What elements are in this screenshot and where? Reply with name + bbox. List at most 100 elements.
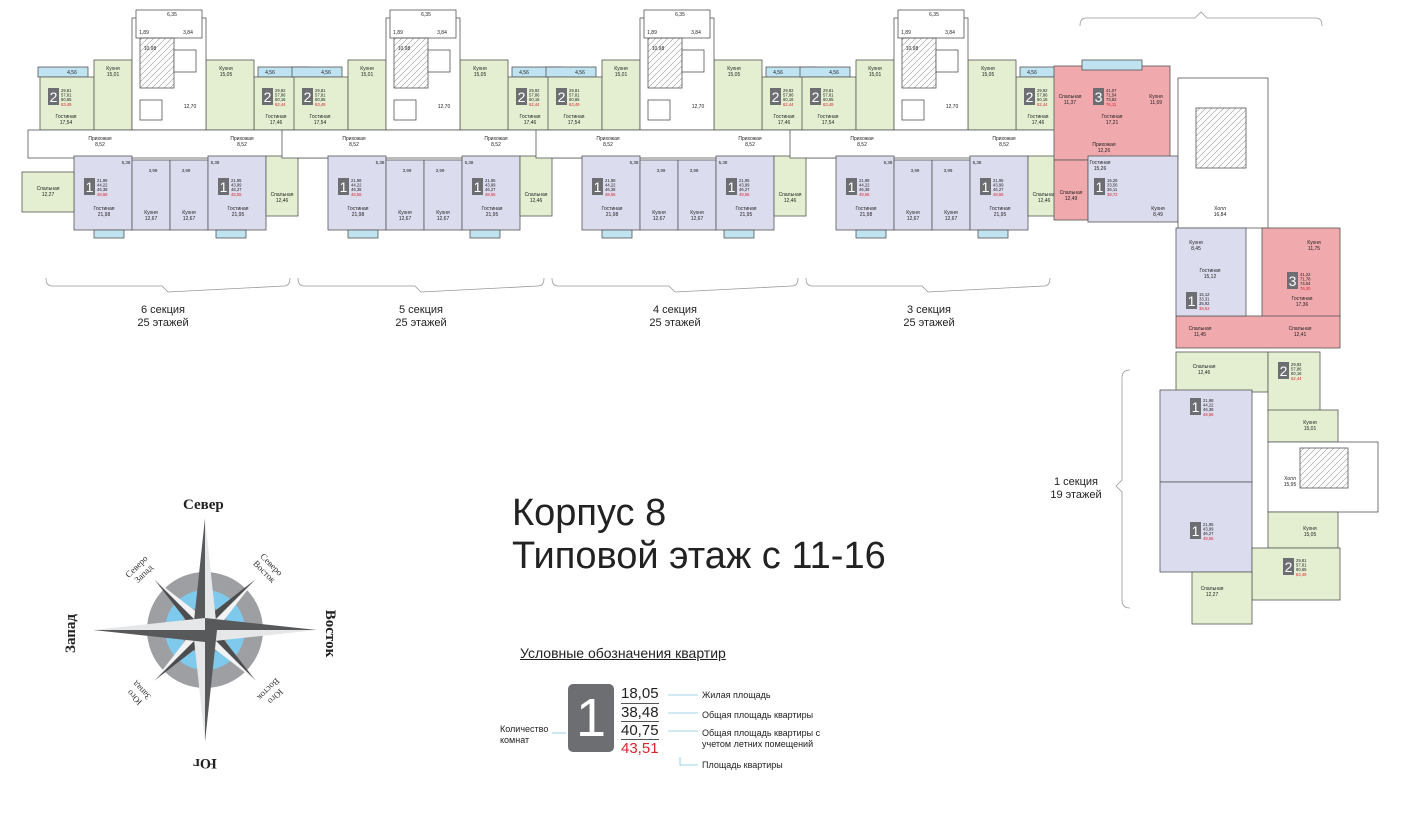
apt-2-right-value: 57,86 xyxy=(275,93,286,98)
lift xyxy=(427,49,451,73)
bed-label: Спальная xyxy=(1060,190,1083,196)
kitchen xyxy=(967,59,1017,131)
dim: 5,38 xyxy=(884,160,893,165)
bed-area: 12,46 xyxy=(1038,198,1051,204)
kitchen xyxy=(713,59,763,131)
kitchen-label: Кухня xyxy=(944,210,958,216)
apartment-1-left xyxy=(73,155,133,231)
balcony-area: 4,56 xyxy=(519,70,529,76)
apt-2-left-value: 63,49 xyxy=(823,102,834,107)
balcony xyxy=(723,229,755,239)
living-label: Гостиная xyxy=(774,114,795,120)
kitchen xyxy=(169,159,209,231)
apt-2-left-value: 57,81 xyxy=(315,93,326,98)
core-dim: 6,35 xyxy=(675,12,685,18)
foyer-area: 8,52 xyxy=(491,142,501,148)
living-label: Гостиная xyxy=(94,206,115,212)
kitchen-label: Кухня xyxy=(398,210,412,216)
apt-2-sec1-bottom-value: 60,65 xyxy=(1296,567,1307,572)
apt-2-sec1-bottom-rooms: 2 xyxy=(1285,559,1293,575)
lift xyxy=(935,49,959,73)
core-dim: 10,98 xyxy=(652,46,665,52)
apt-2-left-rooms: 2 xyxy=(50,89,58,105)
apt-1-right-rooms: 1 xyxy=(982,179,990,195)
core-dim: 3,84 xyxy=(945,30,955,36)
apt-1-left-badge xyxy=(846,178,857,195)
compass-point xyxy=(205,630,317,642)
title-floor: Типовой этаж с 11-16 xyxy=(512,535,886,577)
kitchen-area: 12,67 xyxy=(691,216,704,222)
kitchen-area: 11,69 xyxy=(1150,100,1162,106)
bed-area: 12,27 xyxy=(42,192,55,198)
legend-label-living: Жилая площадь xyxy=(702,690,771,700)
apt-1-east-rooms: 1 xyxy=(1188,293,1196,309)
living-area: 17,46 xyxy=(524,120,537,126)
foyer-label: Прихожая xyxy=(484,136,507,142)
living-area: 17,21 xyxy=(1106,120,1119,126)
kitchen-label: Кухня xyxy=(106,66,120,72)
apt-1-corner-badge xyxy=(1094,178,1105,195)
dim: 5,38 xyxy=(719,160,728,165)
bed-area: 12,46 xyxy=(1198,370,1211,376)
kitchen xyxy=(855,59,895,131)
apt-2-right-value: 29,92 xyxy=(1037,88,1048,93)
bed-label: Спальная xyxy=(1201,586,1224,592)
living-label: Гостиная xyxy=(856,206,877,212)
legend-label-summer: Общая площадь квартиры с учетом летних п… xyxy=(702,728,821,749)
apt-1-left-value: 21,98 xyxy=(97,178,108,183)
apt-2-right-value: 29,92 xyxy=(275,88,286,93)
hall-area: 16,84 xyxy=(1214,212,1227,218)
apt-1-sec1-top-value: 21,98 xyxy=(1203,398,1214,403)
living-area: 17,46 xyxy=(270,120,283,126)
apt-2-left-value: 60,65 xyxy=(823,97,834,102)
balcony xyxy=(347,229,379,239)
living-area: 21,95 xyxy=(994,212,1007,218)
kitchen-area: 12,67 xyxy=(145,216,158,222)
apt-2-right-value: 57,86 xyxy=(529,93,540,98)
dim: 3,99 xyxy=(403,168,412,173)
kitchen xyxy=(893,159,933,231)
apt-1-left-value: 48,56 xyxy=(97,192,108,197)
balcony xyxy=(469,229,501,239)
compass-point xyxy=(205,618,317,630)
bedroom-west xyxy=(21,171,75,213)
foyer-label: Прихожая xyxy=(738,136,761,142)
kitchen-area: 15,05 xyxy=(474,72,487,78)
compass-rose xyxy=(93,518,317,742)
kitchen-label: Кухня xyxy=(868,66,882,72)
core-dim: 1,89 xyxy=(139,30,149,36)
kitchen-label: Кухня xyxy=(727,66,741,72)
foyer-area: 8,52 xyxy=(237,142,247,148)
living-label: Гостиная xyxy=(520,114,541,120)
living-label: Гостиная xyxy=(1102,114,1123,120)
apt-2-right-rooms: 2 xyxy=(518,89,526,105)
kitchen-label: Кухня xyxy=(1303,526,1317,532)
bed-area: 12,27 xyxy=(1206,592,1219,598)
apt-2-sec1-top-value: 29,92 xyxy=(1291,362,1302,367)
apt-1-right-badge xyxy=(218,178,229,195)
apt-1-left-badge xyxy=(84,178,95,195)
living-label: Гостиная xyxy=(1028,114,1049,120)
apt-1-right-value: 48,55 xyxy=(993,192,1004,197)
compass-point xyxy=(193,518,205,630)
section-bracket xyxy=(551,277,799,293)
apt-2-right-value: 62,44 xyxy=(1037,102,1048,107)
living-label: Гостиная xyxy=(310,114,331,120)
living-label: Гостиная xyxy=(482,206,503,212)
kitchen-area: 15,01 xyxy=(361,72,374,78)
section-bracket xyxy=(1079,11,1323,27)
living-area: 21,95 xyxy=(486,212,499,218)
apt-1-left-value: 46,38 xyxy=(859,187,870,192)
apt-1-sec1-top-value: 48,56 xyxy=(1203,412,1214,417)
apt-1-corner-value: 33,56 xyxy=(1107,183,1118,188)
balcony-area: 4,56 xyxy=(829,70,839,76)
living-area: 21,95 xyxy=(740,212,753,218)
dim: 3,99 xyxy=(657,168,666,173)
apt-1-right-value: 48,55 xyxy=(231,192,242,197)
apt-1-sec1-bottom-value: 46,27 xyxy=(1203,531,1214,536)
balcony xyxy=(977,229,1009,239)
apt-2-left-value: 60,65 xyxy=(315,97,326,102)
